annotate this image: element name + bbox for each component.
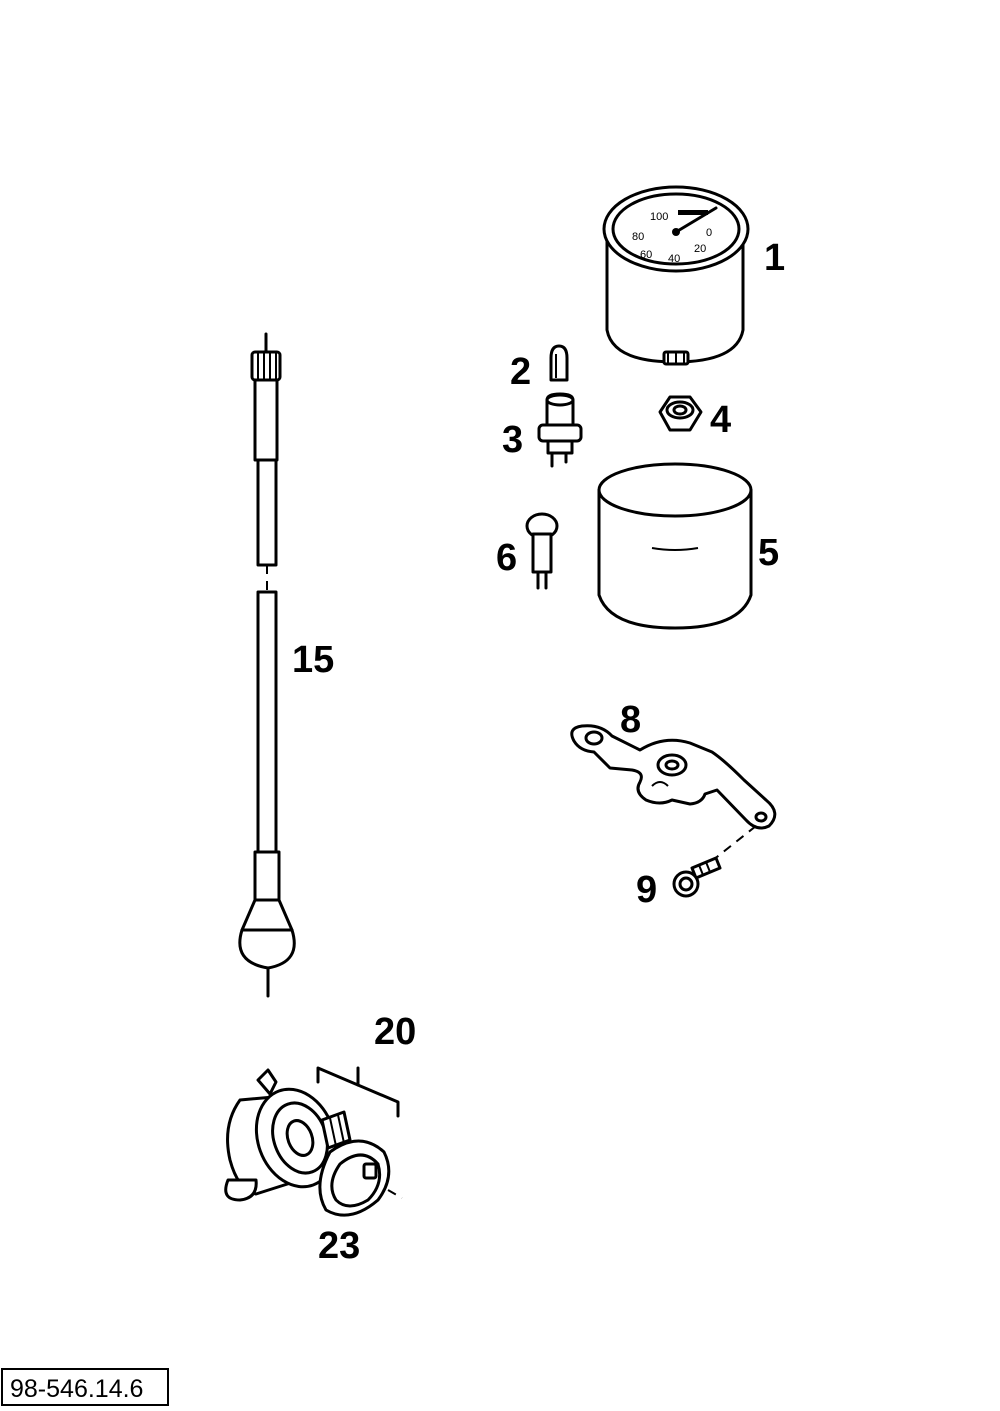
label-20: 20	[374, 1011, 416, 1053]
gauge-tick-100: 100	[650, 211, 668, 223]
label-9: 9	[636, 869, 657, 911]
label-3: 3	[502, 419, 523, 461]
label-23: 23	[318, 1225, 360, 1267]
bulb-socket-drawing	[537, 392, 583, 468]
label-6: 6	[496, 537, 517, 579]
gauge-face: 100 80 60 40 20 0	[632, 206, 718, 265]
label-1: 1	[764, 237, 785, 279]
gauge-tick-20: 20	[694, 243, 706, 255]
gauge-tick-0: 0	[706, 227, 712, 239]
label-4: 4	[710, 399, 731, 441]
gauge-tick-80: 80	[632, 231, 644, 243]
bulb-drawing	[549, 344, 569, 382]
gauge-tick-60: 60	[640, 249, 652, 261]
housing-cup-drawing	[597, 462, 753, 630]
nut-drawing	[658, 395, 703, 432]
screw-drawing	[672, 825, 757, 898]
label-15: 15	[292, 639, 334, 681]
reference-number-box: 98-546.14.6	[1, 1368, 169, 1406]
washer-drawing	[318, 1139, 403, 1217]
reference-number: 98-546.14.6	[10, 1375, 143, 1403]
indicator-lamp-drawing	[525, 512, 559, 590]
part-labels: 1 2 3 4 5 6 8 9 15 20 23	[292, 237, 785, 1267]
speedometer-drawing: 100 80 60 40 20 0	[602, 185, 750, 366]
speedometer-cable-drawing	[238, 332, 296, 998]
label-2: 2	[510, 351, 531, 393]
bracket-drawing	[570, 724, 777, 830]
speedometer-drive-drawing	[224, 1066, 400, 1202]
label-5: 5	[758, 532, 779, 574]
gauge-tick-40: 40	[668, 253, 680, 265]
label-8: 8	[620, 699, 641, 741]
